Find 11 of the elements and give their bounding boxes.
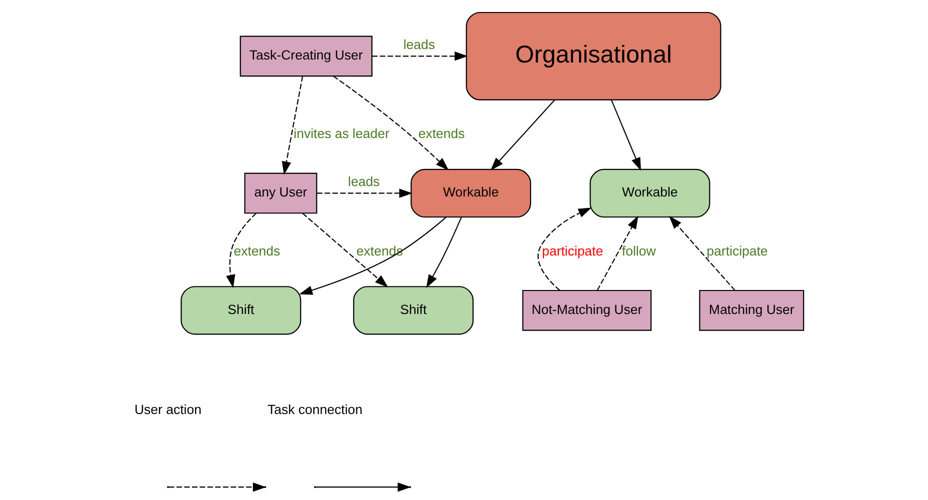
legend-label: Task connection bbox=[266, 402, 362, 417]
edge-label: follow bbox=[621, 243, 656, 258]
edge-label: participate bbox=[541, 243, 603, 258]
edge-label: extends bbox=[233, 243, 280, 258]
edge-label: invites as leader bbox=[293, 126, 389, 142]
edge-label: leads bbox=[348, 174, 380, 190]
edge-label: extends bbox=[356, 243, 402, 258]
legend-label: User action bbox=[134, 402, 201, 417]
edge-label: leads bbox=[402, 37, 435, 52]
edge-label: participate bbox=[706, 243, 768, 258]
edge-label: extends bbox=[418, 126, 464, 142]
